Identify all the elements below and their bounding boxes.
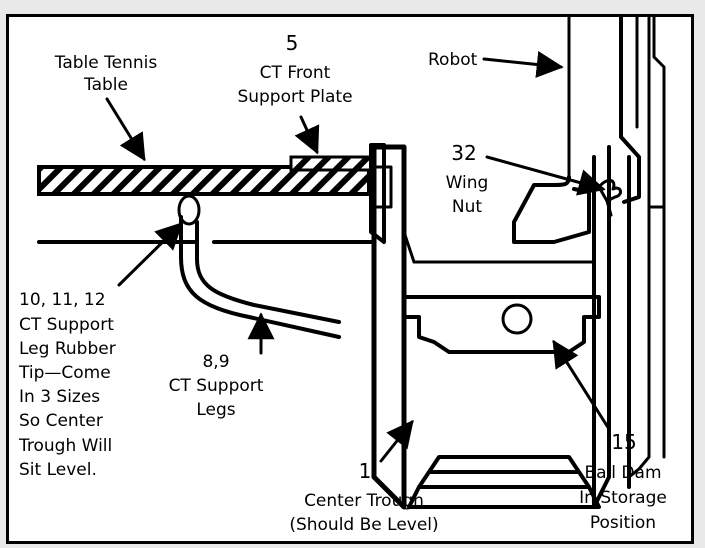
label-tip-line-6: So Center bbox=[19, 411, 103, 431]
robot bbox=[512, 17, 666, 479]
label-tip-line-3: Leg Rubber bbox=[19, 339, 116, 359]
arrow-ball-dam bbox=[552, 339, 611, 431]
label-table-line-2: Table bbox=[83, 75, 128, 95]
label-trough-line-1: Center Trough bbox=[304, 491, 424, 511]
diagram-frame: Table Tennis Table 5 CT Front Support Pl… bbox=[6, 14, 694, 544]
label-wingnut-line-2: Nut bbox=[452, 197, 482, 217]
label-rubber-tip: 10, 11, 12 CT Support Leg Rubber Tip—Com… bbox=[18, 290, 116, 480]
label-balldam-line-3: Position bbox=[590, 513, 656, 533]
label-trough-line-2: (Should Be Level) bbox=[289, 515, 438, 535]
center-trough bbox=[371, 144, 631, 510]
label-wing-nut: 32 Wing Nut bbox=[446, 141, 489, 217]
label-table-line-1: Table Tennis bbox=[54, 53, 158, 73]
label-wingnut-number: 32 bbox=[451, 141, 476, 165]
label-tip-line-2: CT Support bbox=[19, 315, 114, 335]
label-support-legs: 8,9 CT Support Legs bbox=[169, 352, 264, 420]
arrow-wing-nut bbox=[485, 155, 606, 196]
label-tip-line-1: 10, 11, 12 bbox=[19, 290, 106, 310]
rubber-tip bbox=[177, 194, 201, 226]
label-tip-line-8: Sit Level. bbox=[19, 460, 97, 480]
label-balldam-line-1: Ball Dam bbox=[585, 463, 662, 483]
label-legs-number: 8,9 bbox=[202, 352, 229, 372]
label-balldam-line-2: In Storage bbox=[579, 488, 667, 508]
label-tip-line-4: Tip—Come bbox=[18, 363, 111, 383]
label-wingnut-line-1: Wing bbox=[446, 173, 489, 193]
wing-nut bbox=[597, 179, 622, 217]
label-plate-number: 5 bbox=[286, 31, 299, 55]
label-plate-line-2: Support Plate bbox=[237, 87, 352, 107]
label-trough-number: 1 bbox=[359, 459, 372, 483]
arrow-plate bbox=[294, 115, 320, 155]
arrow-robot bbox=[482, 51, 564, 78]
diagram-drawing: Table Tennis Table 5 CT Front Support Pl… bbox=[18, 17, 667, 535]
label-center-trough: 1 Center Trough (Should Be Level) bbox=[289, 459, 438, 535]
label-robot: Robot bbox=[428, 50, 478, 70]
label-legs-line-2: Legs bbox=[196, 400, 235, 420]
label-tip-line-5: In 3 Sizes bbox=[19, 387, 100, 407]
table-tennis-table bbox=[37, 165, 376, 244]
arrow-trough bbox=[379, 419, 414, 463]
label-legs-line-1: CT Support bbox=[169, 376, 264, 396]
label-balldam-number: 15 bbox=[611, 430, 636, 454]
support-legs bbox=[179, 215, 341, 339]
label-tip-line-7: Trough Will bbox=[18, 436, 112, 456]
label-plate-line-1: CT Front bbox=[260, 63, 331, 83]
label-ball-dam: 15 Ball Dam In Storage Position bbox=[579, 430, 667, 533]
label-table-tennis-table: Table Tennis Table bbox=[54, 53, 158, 95]
arrow-table bbox=[105, 97, 146, 162]
arrow-rubber-tip bbox=[117, 222, 183, 287]
label-front-support-plate: 5 CT Front Support Plate bbox=[237, 31, 352, 107]
